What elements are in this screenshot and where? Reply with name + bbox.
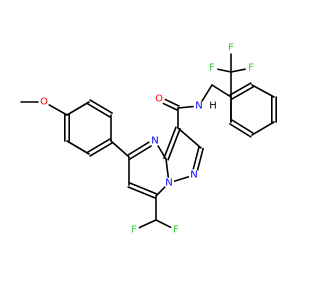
bond-b2-b3 (251, 84, 275, 98)
bond-c2-n1 (192, 146, 200, 170)
bond-p5-n4-second (127, 141, 150, 156)
bond-c3a-c3 (167, 127, 181, 161)
bond-cf3-f3 (217, 68, 232, 73)
canvas-background (0, 0, 300, 300)
atom-label-f3: F (209, 63, 215, 74)
bond-a3-a4 (89, 142, 113, 157)
bond-c3-c2 (177, 127, 202, 149)
atom-label-nh: N (195, 101, 202, 112)
bond-n7a-c7 (155, 186, 166, 197)
bond-nh-ch2 (201, 84, 213, 102)
bond-ch2-b1 (211, 84, 232, 98)
bond-a2-a3 (66, 140, 90, 155)
bond-c3a-n7a (165, 158, 170, 178)
bond-amc-nh (177, 105, 194, 109)
bond-a4-p5 (110, 140, 130, 158)
atom-label-h: H (209, 101, 217, 112)
bond-p5-n4 (129, 145, 152, 160)
bond-amc-o2 (164, 98, 180, 107)
bond-chf2-f1 (138, 219, 157, 229)
atom-label-f2: F (173, 225, 179, 236)
bond-a6-a1 (66, 101, 90, 116)
atom-label-f1: F (131, 225, 137, 236)
bond-c7-c6 (129, 182, 158, 195)
bond-c3a-c3-second (163, 126, 177, 160)
bond-b1-b2 (231, 86, 254, 100)
atom-label-n4: N (151, 136, 158, 147)
atom-label-o1: O (40, 97, 48, 108)
bond-a5-a6 (89, 99, 113, 114)
bond-a3-a4-second (87, 138, 111, 153)
bond-a5-a6-second (87, 103, 111, 118)
bond-o1-a1 (48, 104, 68, 116)
bond-chf2-f2 (155, 219, 172, 229)
bond-c7-c6-second (127, 186, 156, 199)
atom-label-o2: O (155, 94, 163, 105)
bond-b4-b5 (251, 121, 275, 136)
bond-b5-b6 (231, 119, 254, 134)
bond-n1-n7a (173, 176, 190, 182)
bond-b5-b6-second (229, 123, 252, 138)
atom-label-n1: N (190, 170, 197, 181)
bond-c2-n1-second (196, 147, 204, 171)
atom-label-f5: F (248, 63, 254, 74)
atom-label-n7a: N (165, 178, 172, 189)
bonds-layer (20, 53, 278, 229)
bond-cf3-f5 (230, 68, 246, 73)
bond-amc-o2-second (162, 102, 178, 111)
atom-label-f4: F (228, 43, 234, 54)
bond-b1-b2-second (229, 82, 252, 96)
